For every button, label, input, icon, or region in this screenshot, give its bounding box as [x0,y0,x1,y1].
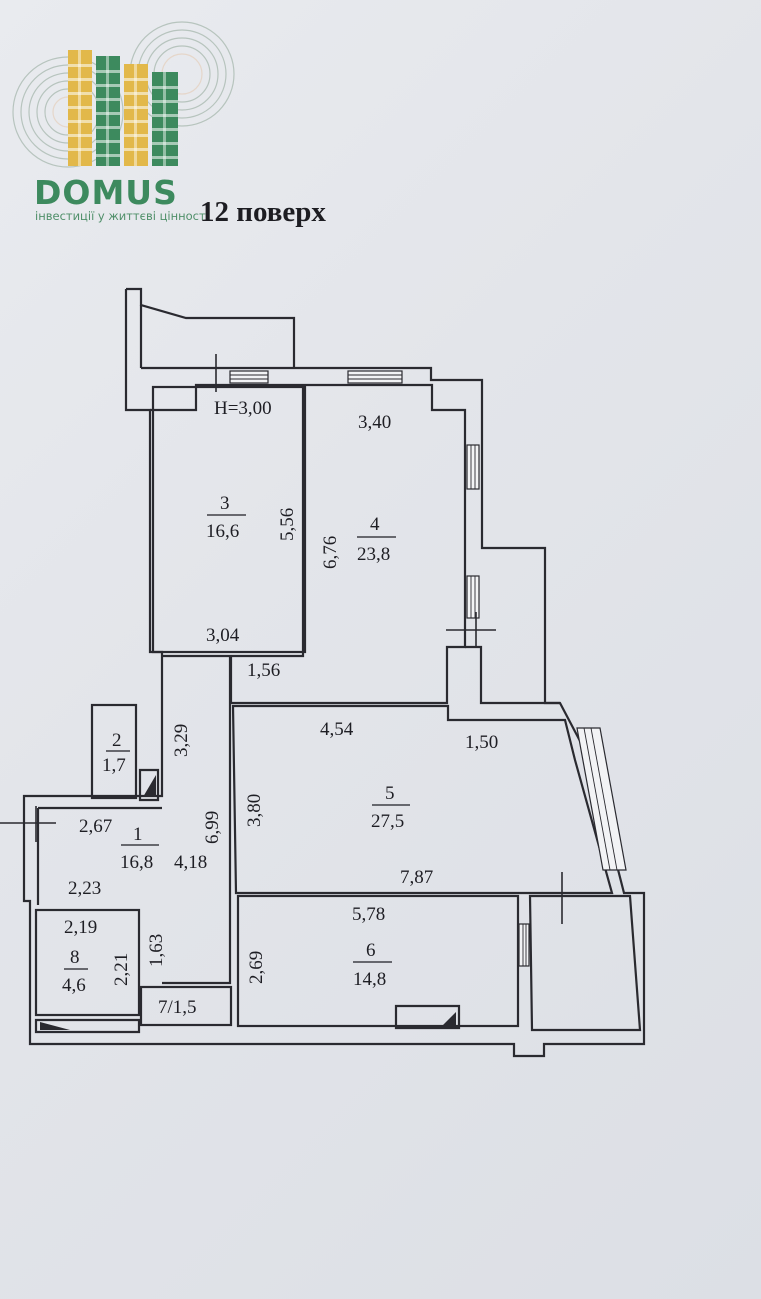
dim-room-3-height: 5,56 [277,508,298,541]
room-1-outline [36,806,162,905]
building-logo-icon [12,21,235,168]
room-4-number: 4 [370,514,380,535]
room-3-number: 3 [220,493,230,514]
room-7-outline [139,985,233,1027]
room-5-outline [231,704,614,895]
hall-step-wall [231,385,305,658]
room-1-number: 1 [133,824,143,845]
balcony-bottom-right [528,894,642,1032]
room-8-area: 4,6 [62,975,86,996]
dim-room-5-right-top: 1,50 [465,732,498,753]
marker-room-6 [442,1012,456,1026]
corridor-outline [162,654,232,985]
room-3-outline [151,385,307,654]
window-room-6 [518,923,530,967]
dim-room-5-height: 3,80 [244,794,265,827]
dim-room-1-bottom: 2,23 [68,878,101,899]
window-room-4-side-lower [466,575,480,619]
ceiling-height-label: H=3,00 [214,398,272,419]
dim-room-1-top: 2,67 [79,816,112,837]
shaft-room-2 [138,768,160,802]
domus-logo [6,16,238,246]
room-4-area: 23,8 [357,544,390,565]
dim-room-8-top: 2,19 [64,917,97,938]
dim-room-4-width: 3,40 [358,412,391,433]
brand-tagline: інвестиції у життєві цінності [35,209,209,223]
window-room-4-side [466,444,480,490]
dim-room-3-width: 3,04 [206,625,240,646]
dim-corridor-bottom: 1,63 [146,934,167,967]
dim-corridor-lower: 6,99 [202,811,223,844]
room-7-label: 7/1,5 [158,997,197,1018]
shaft-marker-room-2 [143,775,156,797]
window-room-3 [229,370,269,384]
window-room-4-top [347,370,403,384]
dim-room-1-right: 4,18 [174,852,207,873]
room-8-number: 8 [70,947,80,968]
dim-room-5-top: 4,54 [320,719,354,740]
dim-room-6-top: 5,78 [352,904,385,925]
room-2-area: 1,7 [102,755,126,776]
balcony-right-top [465,645,560,705]
dim-room-6-left: 2,69 [246,951,267,984]
room-1-area: 16,8 [120,852,153,873]
room-5-number: 5 [385,783,395,804]
outer-wall [22,289,646,1058]
dim-room-4-height: 6,76 [320,536,341,569]
room-8-outline [34,908,141,1017]
window-room-5-bay [576,727,627,871]
room-3-area: 16,6 [206,521,239,542]
room-6-number: 6 [366,940,376,961]
radiator-room-6 [394,1004,461,1030]
dim-room-8-right: 2,21 [111,953,132,986]
room-6-area: 14,8 [353,969,386,990]
balcony-top-left [126,287,296,368]
marker-bottom-left [40,1022,70,1030]
room-2-outline [90,703,138,800]
outer-wall-inner-top-left [150,383,303,412]
bottom-band-left [34,1018,141,1034]
dim-corridor-upper: 3,29 [171,724,192,757]
dim-room-5-bottom: 7,87 [400,867,433,888]
room-6-outline [236,894,520,1028]
room-2-number: 2 [112,730,122,751]
floor-title: 12 поверх [200,196,326,228]
dim-hall-step: 1,56 [247,660,280,681]
room-5-area: 27,5 [371,811,404,832]
brand-name: DOMUS [34,173,178,212]
